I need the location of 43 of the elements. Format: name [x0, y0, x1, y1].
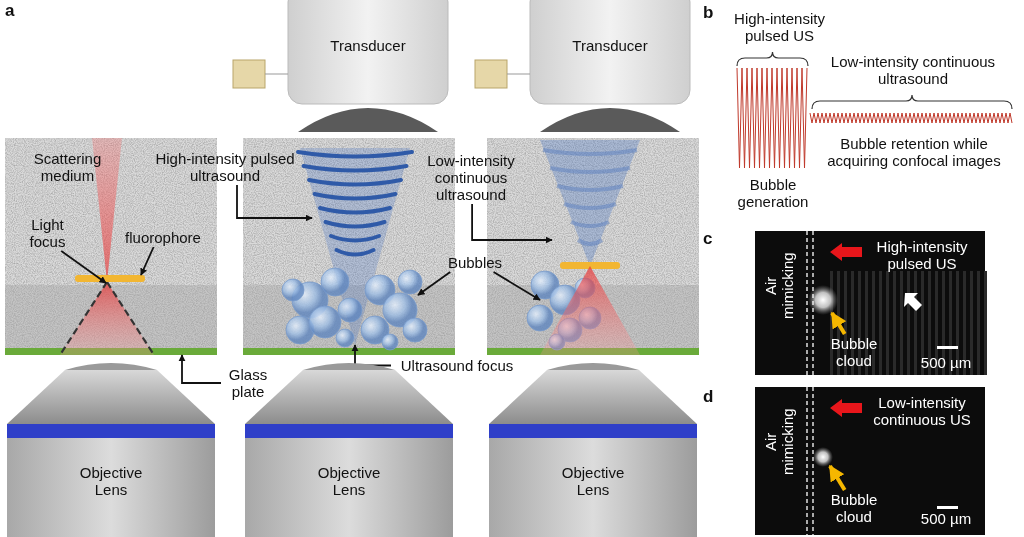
- device-label: Objective Lens: [316, 464, 382, 498]
- panel-letter: d: [703, 388, 714, 405]
- waveform-label: Bubble retention while acquiring confocal images: [826, 135, 1002, 169]
- callout-label: Bubble cloud: [823, 491, 885, 525]
- bubble-cloud-spot: [813, 447, 833, 467]
- callout-label: Glass plate: [222, 366, 274, 400]
- leader-arrow: [471, 203, 553, 244]
- fluorophore-layer: [75, 275, 145, 282]
- leader-arrow: [417, 271, 452, 296]
- callout-label: Bubble cloud: [823, 335, 885, 369]
- leader-arrow: [492, 271, 541, 301]
- waveform-label: High-intensity pulsed US: [733, 10, 826, 44]
- scale-label: 500 µm: [919, 354, 973, 371]
- bubble-cluster: [281, 267, 428, 351]
- leader-arrow: [828, 464, 847, 492]
- device-label: Objective Lens: [560, 464, 626, 498]
- leader-arrow: [178, 354, 222, 384]
- light-cone: [58, 280, 156, 357]
- image-label: High-intensity pulsed US: [875, 238, 969, 272]
- callout-label: fluorophore: [116, 229, 210, 246]
- leader-arrow: [236, 184, 313, 222]
- panel-letter: a: [5, 2, 15, 19]
- callout-label: Light focus: [20, 216, 75, 250]
- device-label: Objective Lens: [78, 464, 144, 498]
- image-label: Low-intensity continuous US: [872, 394, 972, 428]
- image-label: Air mimicking: [762, 407, 797, 478]
- device-label: Transducer: [330, 37, 406, 54]
- region-label: Scattering medium: [32, 150, 103, 184]
- image-label: Air mimicking: [762, 251, 797, 322]
- callout-label: Low-intensity continuous ultrasound: [418, 152, 524, 203]
- leader-arrow: [140, 246, 155, 276]
- callout-label: Ultrasound focus: [392, 357, 522, 374]
- callout-label: High-intensity pulsed ultrasound: [150, 150, 300, 184]
- panel-letter: c: [703, 230, 713, 247]
- leader-arrow: [60, 250, 107, 284]
- waveform-label: Bubble generation: [736, 176, 810, 210]
- panel-letter: b: [703, 4, 714, 21]
- bubble-cloud-spot: [808, 285, 838, 315]
- waveform-label: Low-intensity continuous ultrasound: [829, 53, 997, 87]
- scale-label: 500 µm: [919, 510, 973, 527]
- callout-label: Bubbles: [444, 254, 506, 271]
- device-label: Transducer: [572, 37, 648, 54]
- leader-arrow: [830, 311, 847, 336]
